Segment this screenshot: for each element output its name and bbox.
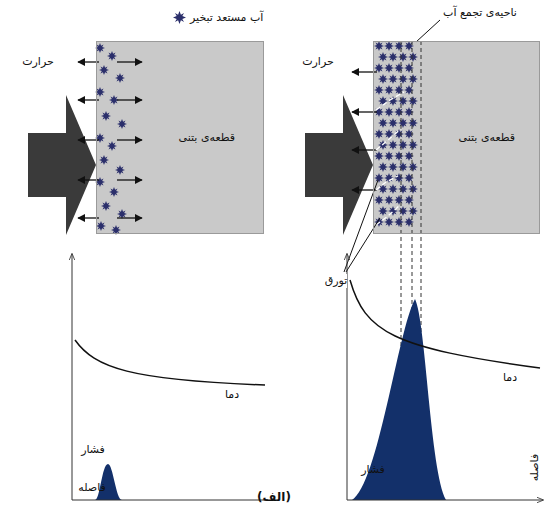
concrete-fill xyxy=(96,41,264,234)
vapour-arrows xyxy=(78,62,377,218)
distance-label: فاصله xyxy=(528,454,541,482)
caption: (الف) xyxy=(257,490,291,504)
axis xyxy=(347,500,543,501)
heat-label: حرارت xyxy=(22,55,54,68)
temperature-label: دما xyxy=(225,388,239,401)
temperature-curve xyxy=(75,340,265,385)
concrete-fill xyxy=(373,41,540,234)
legend-star xyxy=(173,11,186,24)
water-stars xyxy=(95,41,418,235)
block-label: قطعه‌ی بتنی xyxy=(179,131,235,144)
axis xyxy=(72,254,73,500)
heat-arrow xyxy=(305,95,373,235)
leader-line xyxy=(346,218,380,272)
distance-label: فاصله xyxy=(78,481,106,494)
spalling-label: تورق xyxy=(325,274,348,287)
legend-text: آب مستعد تبخیر xyxy=(190,11,263,24)
leader-line xyxy=(416,20,440,42)
cracks xyxy=(376,92,404,225)
concrete-block: قطعه‌ی بتنی xyxy=(373,41,540,234)
zone-label: ناحیه‌ی تجمع آب xyxy=(443,6,517,19)
heat-arrow xyxy=(28,95,96,235)
temperature-curve xyxy=(350,280,540,368)
temperature-label: دما xyxy=(503,371,517,384)
heat-label: حرارت xyxy=(302,55,334,68)
pressure-peak xyxy=(352,299,446,500)
concrete-block: قطعه‌ی بتنی xyxy=(96,41,264,234)
block-label: قطعه‌ی بتنی xyxy=(459,131,515,144)
pressure-label: فشار xyxy=(361,463,385,476)
pressure-label: فشار xyxy=(81,443,105,456)
axis xyxy=(72,500,268,501)
axis xyxy=(347,254,348,500)
